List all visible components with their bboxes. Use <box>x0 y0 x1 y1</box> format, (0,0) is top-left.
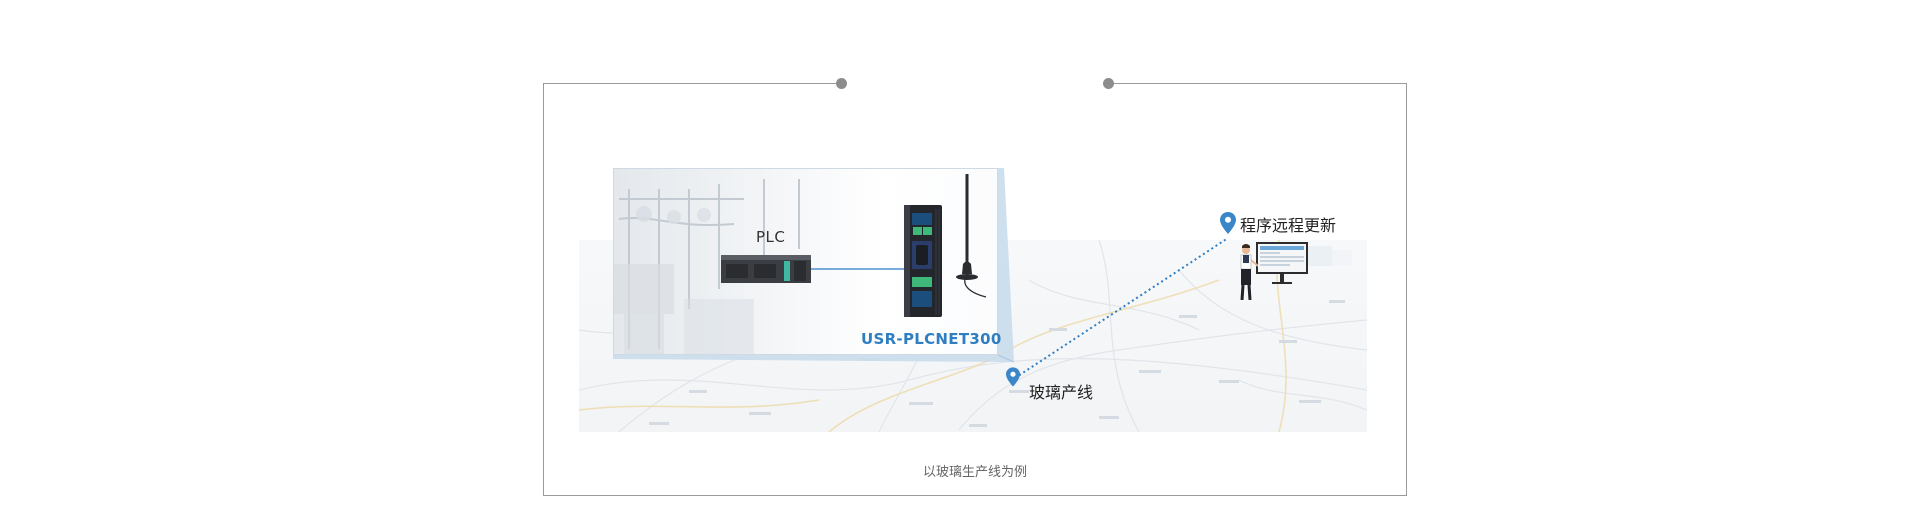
frame-top-gap <box>841 81 1109 86</box>
factory-illustration <box>614 174 987 354</box>
location-pin-icon <box>1220 212 1236 234</box>
frame-dot-left <box>836 78 847 89</box>
diagram-caption: 以玻璃生产线为例 <box>0 461 1920 480</box>
glass-line-label: 玻璃产线 <box>1029 383 1094 402</box>
operator-at-workstation-icon <box>1240 242 1352 300</box>
remote-update-label: 程序远程更新 <box>1240 216 1337 235</box>
gateway-device <box>904 205 942 317</box>
factory-photo-panel <box>613 168 998 355</box>
caption-text: 以玻璃生产线为例 <box>922 465 1027 480</box>
antenna <box>956 174 987 298</box>
device-model-label: USR-PLCNET300 <box>861 330 1002 348</box>
location-pin-icon <box>1006 367 1020 387</box>
plc-label: PLC <box>756 228 786 246</box>
plc-module <box>721 255 811 283</box>
frame-dot-right <box>1103 78 1114 89</box>
